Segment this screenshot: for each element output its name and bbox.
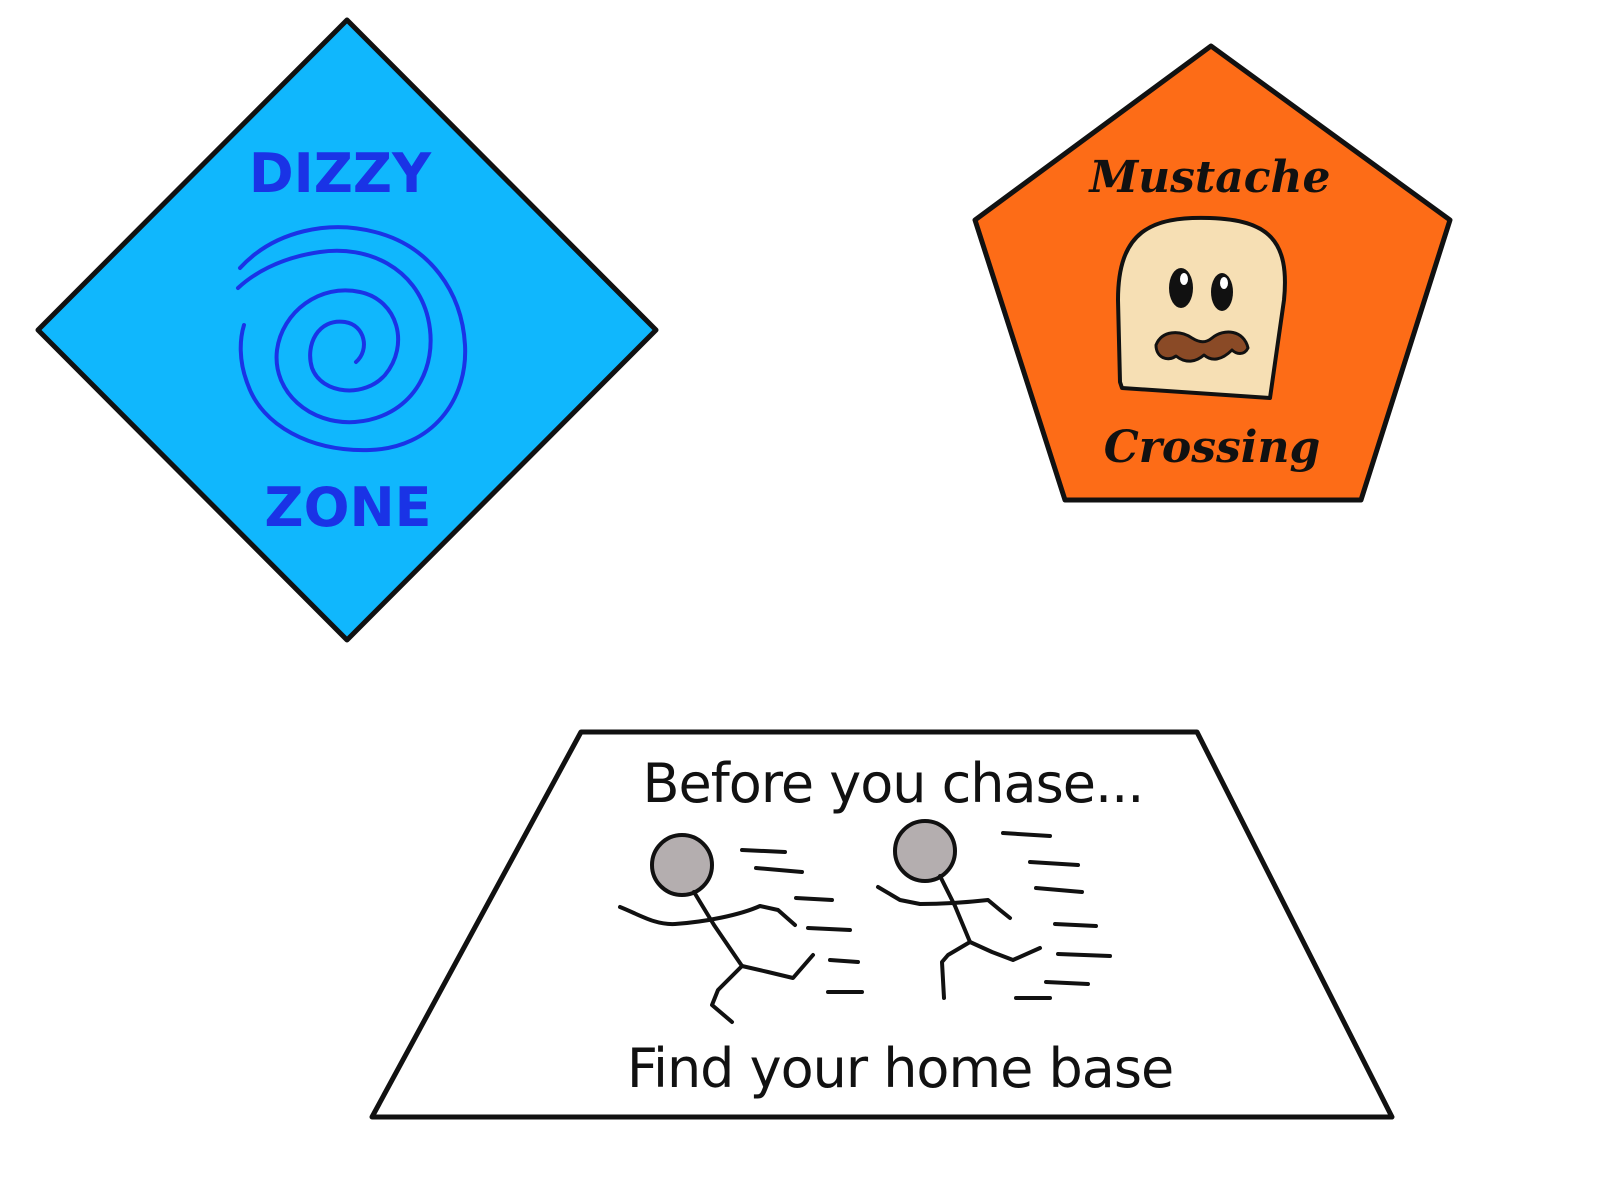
dizzy-zone-title: DIZZY — [249, 142, 432, 205]
stick-figure-right — [876, 819, 1112, 1000]
stick-figure-head — [893, 819, 957, 883]
left-eye-icon — [1169, 268, 1193, 308]
home-base-caption: Find your home base — [627, 1037, 1173, 1100]
mustache-face-icon — [1116, 215, 1287, 400]
home-base-heading: Before you chase... — [643, 752, 1144, 815]
stick-figure-head — [650, 833, 714, 897]
spiral-icon — [236, 248, 433, 425]
right-eye-icon — [1211, 273, 1233, 311]
mustache-crossing-sign: Mustache Crossing — [972, 43, 1453, 503]
spiral-outer-icon — [238, 225, 468, 453]
dizzy-zone-sign: DIZZY ZONE — [35, 17, 659, 643]
mustache-crossing-title: Mustache — [1087, 152, 1330, 203]
running-stick-figures-icon — [618, 819, 1112, 1024]
home-base-trapezoid — [369, 729, 1395, 1120]
stick-figure-left — [618, 833, 864, 1024]
mustache-crossing-subtitle: Crossing — [1104, 422, 1321, 473]
dizzy-zone-subtitle: ZONE — [264, 476, 431, 539]
dizzy-zone-diamond — [35, 17, 659, 643]
mustache-icon — [1154, 330, 1250, 363]
face-shape — [1116, 215, 1287, 400]
home-base-mat: Before you chase... — [369, 729, 1395, 1120]
